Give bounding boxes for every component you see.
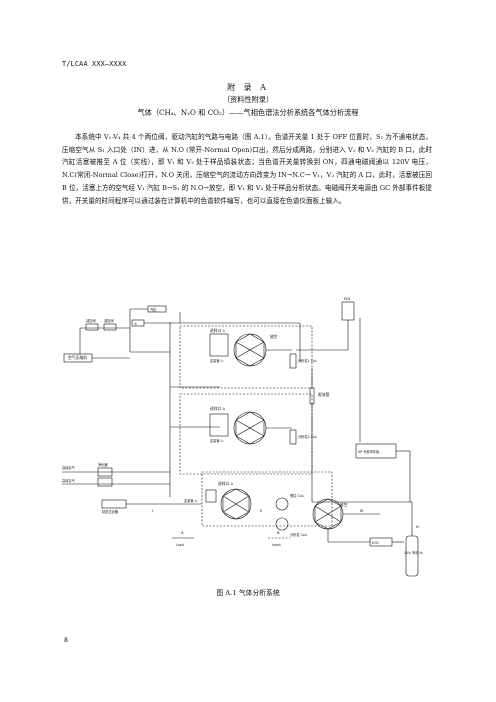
loop-2-label: 定量管 L₂ <box>210 438 224 443</box>
state-b-letter: B <box>277 530 280 535</box>
page-number: 8 <box>64 636 68 644</box>
loop-3 <box>205 489 217 503</box>
col-2 <box>289 429 297 445</box>
roman-iii: III <box>360 508 363 513</box>
inlet-1-label: 进样口 I₁ <box>210 328 226 333</box>
fid-detector <box>341 301 355 321</box>
air-compressor-label: 空气压缩机 <box>68 355 87 360</box>
cylinder-label: 汽缸 <box>150 307 157 312</box>
reducer-box-2 <box>103 323 117 331</box>
h2-label: H₂ <box>416 525 420 529</box>
state-a-letter: A <box>181 530 184 535</box>
col-4-coil <box>275 517 289 531</box>
fid-label: FID <box>344 296 350 301</box>
roman-ii: II <box>260 508 262 513</box>
loop-1 <box>209 333 229 357</box>
reducer-label-1: 减压阀 <box>86 318 96 323</box>
purifier-label: 净化器 <box>98 462 108 467</box>
col-1-label: 分析柱1 Col₁ <box>298 358 318 363</box>
figure-caption: 图 A.1 气体分析系统 <box>216 589 280 597</box>
roman-i: I <box>152 508 153 513</box>
filter-label: 精密过滤器 <box>102 509 119 514</box>
gas-analysis-system-diagram: 空气压缩机 减压阀 减压阀 汽缸 S₁ 进样口 I₁ 进样口 I₂ 进样口 I₃… <box>62 296 424 577</box>
state-b-label: Inject <box>272 543 282 547</box>
vent-label-2: 放空 <box>340 502 348 507</box>
col-4-label: 分析柱 Col₄ <box>290 532 308 537</box>
valve-frame-1 <box>179 325 313 389</box>
purifier-box <box>97 467 113 477</box>
loop-3-label: 定量管 L₃ <box>184 498 198 503</box>
col-2-label: 分析柱2 Col₂ <box>298 434 318 439</box>
valve-frame-3 <box>201 471 333 527</box>
inlet-3-label: 进样口 I₃ <box>218 481 234 486</box>
standard-code: T/LCAA XXX—XXXX <box>62 60 127 68</box>
loop-2 <box>209 413 229 437</box>
cylinder-gas-label: 10% 甲烷 H₂ <box>404 550 424 555</box>
reducer-label-2: 减压阀 <box>104 318 114 323</box>
s1-label: S₁ <box>134 322 138 326</box>
vent-label-1: 放空 <box>270 334 278 339</box>
valve-frame-2 <box>179 393 313 475</box>
carrier-1-label: 高纯氮气 <box>62 465 76 470</box>
body-paragraph: 本系统中 V₁-V₄ 共 4 个两位阀，驱动汽缸的气路与电路（图 A.1）。色谱… <box>62 133 432 205</box>
hp-event-label: HP 外部事件板 <box>358 449 380 454</box>
body-text: 本系统中 V₁-V₄ 共 4 个两位阀，驱动汽缸的气路与电路（图 A.1）。色谱… <box>62 131 432 207</box>
state-a-label: Load <box>176 543 184 547</box>
appendix-title: 附 录 A <box>227 83 269 92</box>
col-1 <box>289 353 297 369</box>
carrier-2-label: 高纯氩气 <box>62 478 76 483</box>
col-3-coil <box>275 497 289 511</box>
reducer-box-1 <box>85 323 99 331</box>
loop-1-label: 定量管 L₁ <box>210 358 224 363</box>
reducer-box-3 <box>97 477 113 487</box>
appendix-subtitle: 气体（CH₄、N₂O 和 CO₂）——气相色谱法分析系统各气体分析流程 <box>137 108 359 117</box>
inlet-2-label: 进样口 I₂ <box>210 406 226 411</box>
gas-cylinder <box>405 535 419 577</box>
restrictor-label: 限流管 <box>318 392 330 397</box>
ecd-label: ECD <box>372 541 379 545</box>
filter-box <box>101 499 127 509</box>
col-3-label: 预柱 Col₃ <box>290 493 304 498</box>
appendix-kind: （资料性附录） <box>222 95 274 104</box>
